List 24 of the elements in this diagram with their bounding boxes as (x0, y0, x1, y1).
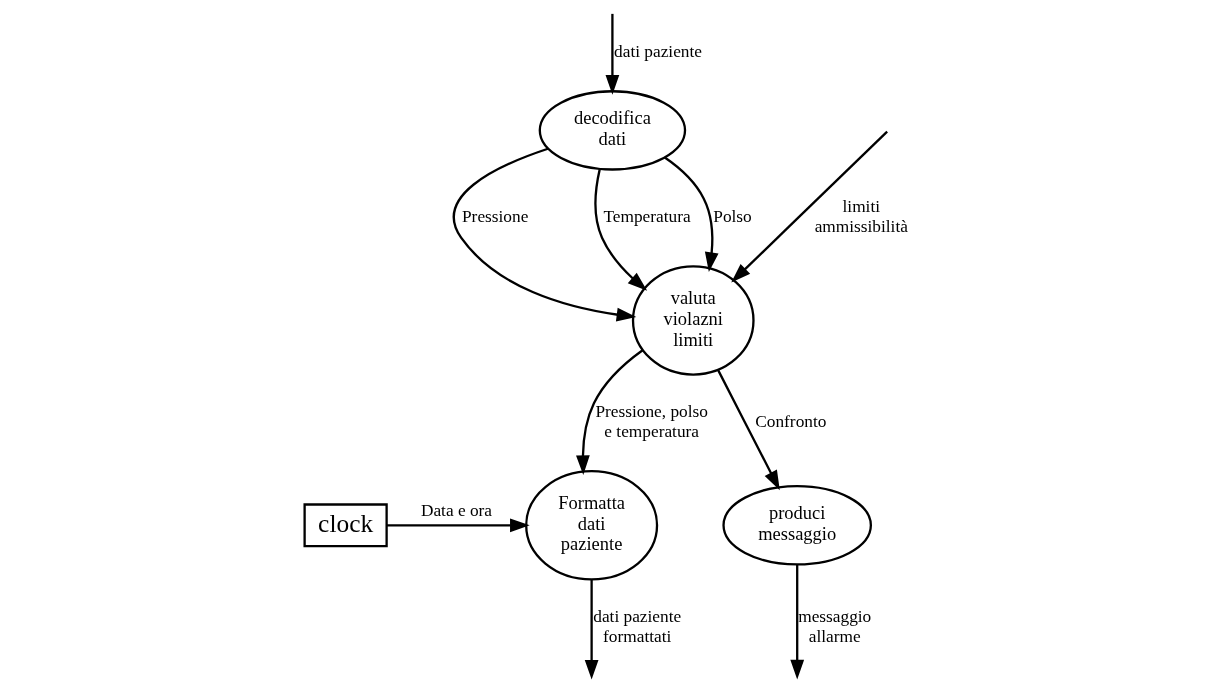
arrow (386, 518, 530, 533)
arrow (730, 130, 888, 283)
edge-label: Pressione, polso e temperatura (594, 402, 708, 441)
edge-label: limiti ammissibilità (814, 197, 908, 236)
edge-label: Polso (712, 207, 752, 227)
arrow (605, 13, 619, 95)
arrow (663, 156, 718, 272)
arrow (575, 349, 643, 476)
node-ellipse: produci messaggio (721, 485, 872, 566)
node-ellipse: decodifica dati (538, 90, 686, 171)
edge-label: dati paziente (613, 41, 702, 61)
arrow (584, 579, 598, 680)
edge-label: Confronto (754, 411, 826, 431)
arrow (452, 147, 636, 322)
edge-label: Temperatura (602, 207, 691, 227)
arrow (789, 564, 804, 680)
node-ellipse: Formatta dati paziente (524, 470, 658, 581)
arrow (716, 369, 780, 491)
edge-label: Data e ora (420, 501, 492, 521)
node-box: clock (302, 503, 388, 548)
edge-label: dati paziente formattati (592, 606, 681, 646)
arrow (593, 169, 647, 291)
edge-label: Pressione (461, 207, 528, 227)
edge-label: messaggio allarme (797, 606, 871, 646)
